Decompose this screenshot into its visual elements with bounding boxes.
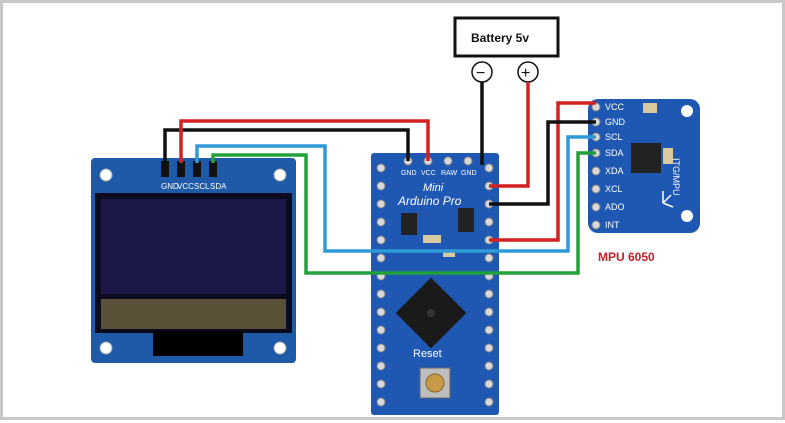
wire-oled-vcc	[179, 119, 430, 163]
mpu-pin-xda: XDA	[605, 166, 624, 176]
smd-component	[643, 103, 657, 113]
battery-box	[453, 16, 560, 58]
reset-label: Reset	[413, 348, 442, 360]
arduino-top-pin-holes	[403, 156, 473, 166]
wire-oled-scl	[195, 144, 489, 253]
mpu-pin-int: INT	[605, 220, 620, 230]
mpu-pin-holes	[591, 102, 601, 230]
mpu6050-module: VCC GND SCL SDA XDA XCL ADO INT ITG/MPU	[588, 99, 700, 233]
smd-component	[423, 235, 441, 243]
mount-hole-icon	[681, 210, 693, 222]
header-pin	[193, 161, 201, 177]
diagram-canvas: GND VCC SCL SDA GND VCC RAW GND	[91, 16, 700, 415]
wire-mpu-scl	[489, 135, 596, 253]
arduino-label-mini: Mini	[423, 182, 444, 194]
wire-mpu-sda	[489, 151, 596, 275]
oled-pin-label-gnd: GND	[161, 182, 179, 191]
smd-component	[443, 251, 455, 257]
header-pin	[161, 161, 169, 177]
battery-positive-symbol: +	[521, 65, 530, 82]
wire-battery-positive	[489, 82, 530, 188]
wires	[163, 82, 596, 275]
battery: Battery 5v − +	[453, 16, 560, 83]
oled-pin-label-scl: SCL	[194, 182, 210, 191]
mount-hole-icon	[273, 168, 287, 182]
chip-dot-icon	[427, 309, 435, 317]
arduino-top-pin-gnd: GND	[401, 170, 417, 177]
wire-mpu-gnd	[489, 120, 596, 206]
mpu-pin-gnd: GND	[605, 117, 626, 127]
header-pin	[209, 161, 217, 177]
arduino-top-pin-vcc: VCC	[421, 170, 436, 177]
mount-hole-icon	[99, 168, 113, 182]
smd-component	[663, 148, 673, 164]
regulator-chip	[401, 213, 417, 235]
mpu-pin-scl: SCL	[605, 132, 623, 142]
reset-button-cap[interactable]	[425, 373, 445, 393]
header-pin	[177, 161, 185, 177]
oled-pin-label-sda: SDA	[210, 182, 227, 191]
arduino-pro-mini-board: GND VCC RAW GND Mini Arduino Pro Reset	[371, 153, 499, 415]
mount-hole-icon	[681, 105, 693, 117]
battery-negative-symbol: −	[476, 65, 485, 82]
mpu-pin-ado: ADO	[605, 202, 625, 212]
oled-display-module: GND VCC SCL SDA	[91, 158, 296, 363]
regulator-chip	[458, 208, 474, 232]
mpu-board-text: ITG/MPU	[671, 158, 681, 196]
wire-mpu-vcc	[489, 101, 596, 242]
mpu-pin-vcc: VCC	[605, 102, 625, 112]
arduino-top-pin-gnd2: GND	[461, 170, 477, 177]
oled-pin-label-vcc: VCC	[177, 182, 194, 191]
mount-hole-icon	[99, 341, 113, 355]
oled-screen	[101, 199, 286, 294]
mount-hole-icon	[273, 341, 287, 355]
axis-arrows-icon	[662, 191, 674, 208]
arduino-left-pin-holes	[376, 163, 386, 407]
arduino-label-arduino-pro: Arduino Pro	[397, 194, 462, 208]
mpu-pin-sda: SDA	[605, 148, 624, 158]
mpu-pin-xcl: XCL	[605, 184, 623, 194]
wire-oled-sda	[211, 153, 489, 275]
oled-flex-area	[101, 299, 286, 329]
battery-label: Battery 5v	[471, 31, 529, 45]
arduino-top-pin-raw: RAW	[441, 170, 457, 177]
arduino-right-pin-holes	[484, 163, 494, 407]
mpu-caption: MPU 6050	[598, 250, 655, 264]
oled-ribbon-connector	[153, 331, 243, 356]
wire-oled-gnd	[163, 128, 410, 163]
mpu-chip	[631, 143, 661, 173]
